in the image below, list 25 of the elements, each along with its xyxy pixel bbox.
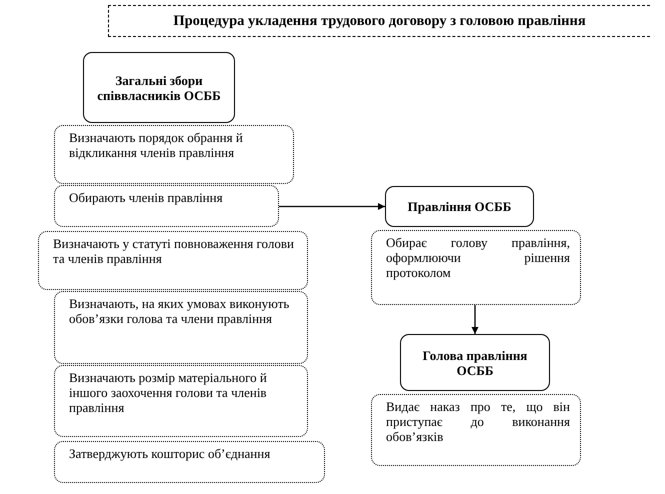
arrow <box>279 203 385 210</box>
action-box <box>54 441 325 483</box>
node-text: Визначають розмір матеріального й іншого заохочення голови та членів правління <box>69 370 268 415</box>
action-box <box>54 185 279 227</box>
entity-box <box>83 52 235 123</box>
node-text: Затверджують кошторис об’єднання <box>69 446 272 461</box>
node-title: Голова правління ОСББ <box>422 348 528 378</box>
action-box <box>54 125 294 184</box>
title: Процедура укладення трудового договору з головою правління <box>173 12 586 30</box>
action-box <box>38 231 308 290</box>
node-text: Обирає голову правління, оформлюючи рішення протоколом <box>386 235 570 280</box>
action-box <box>371 394 581 466</box>
arrow <box>472 305 478 334</box>
node-text: Визначають порядок обрання й відкликання членів правління <box>69 130 244 160</box>
node-text: Визначають у статуті повноваження голови та членів правління <box>53 236 295 266</box>
node-text: Видає наказ про те, що він приступає до виконання обов’язків <box>386 399 570 444</box>
entity-box <box>385 186 534 227</box>
action-box <box>371 230 581 305</box>
action-box <box>54 365 308 437</box>
node-text: Обирають членів правління <box>69 190 224 205</box>
action-box <box>54 291 308 364</box>
entity-box <box>400 334 550 391</box>
node-text: Визначають, на яких умовах виконують обов’язки голова та члени правління <box>69 296 290 326</box>
node-title: Правління ОСББ <box>408 199 512 214</box>
node-title: Загальні збори співвласників ОСББ <box>96 72 222 102</box>
